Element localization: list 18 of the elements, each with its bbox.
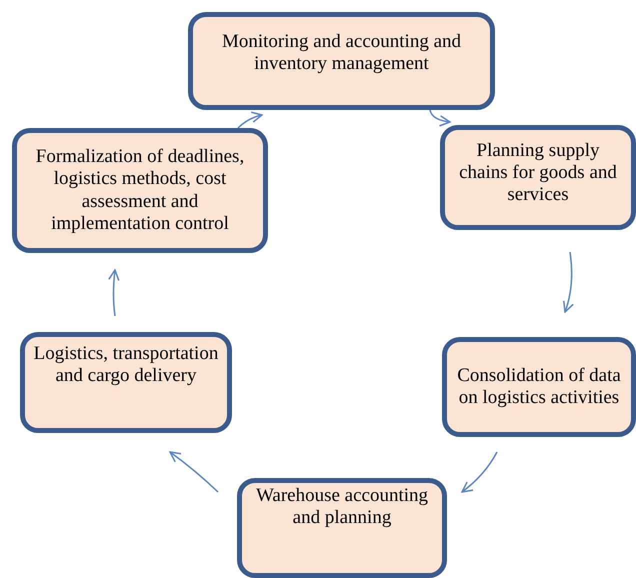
box-label: Logistics, transportation and cargo delivery: [32, 343, 220, 388]
box-label: Formalization of deadlines, logistics methods, cost assessment and implementation control: [34, 146, 246, 235]
arrow: [169, 451, 219, 493]
arrow: [237, 112, 263, 129]
box-label: Warehouse accounting and planning: [254, 485, 430, 530]
process-box: [188, 12, 495, 110]
box-label: Planning supply chains for goods and services: [458, 140, 618, 207]
process-box: [20, 332, 232, 433]
arrow: [429, 110, 451, 126]
process-box: [237, 478, 447, 578]
box-label: Consolidation of data on logistics activities: [456, 364, 622, 410]
process-box: [440, 125, 636, 230]
arrow: [562, 252, 574, 313]
process-box: [442, 337, 636, 437]
arrow: [461, 452, 498, 493]
process-box: [12, 128, 268, 253]
box-label: Monitoring and accounting and inventory management: [220, 31, 462, 76]
arrow: [108, 269, 120, 316]
